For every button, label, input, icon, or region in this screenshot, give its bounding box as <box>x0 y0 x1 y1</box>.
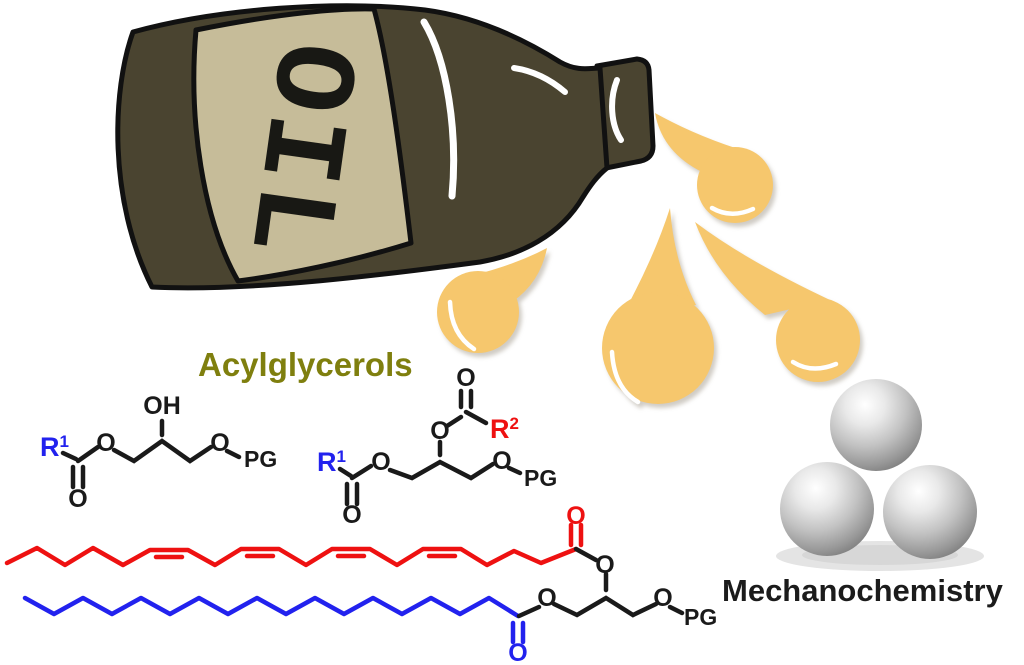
bottle-label <box>191 6 414 284</box>
atom-label-o: O <box>371 448 390 476</box>
drop-highlight-icon <box>609 349 641 405</box>
bond-lines <box>516 546 685 619</box>
atom-label-o: O <box>537 584 556 612</box>
atom-label-pg: PG <box>244 446 277 472</box>
atom-label-o: O <box>456 364 475 392</box>
drop-highlight-icon <box>709 205 756 216</box>
atom-label-o: O <box>653 584 672 612</box>
atom-label-o: O <box>68 485 87 513</box>
drop-bulb <box>602 292 714 404</box>
bond-lines <box>60 418 242 490</box>
oil-drop-1 <box>655 113 773 223</box>
mechanochemistry-label: Mechanochemistry <box>722 573 1004 608</box>
oil-drop-3 <box>602 208 714 405</box>
milling-ball-2 <box>780 462 874 556</box>
atom-label-oh: OH <box>143 392 181 420</box>
drop-tail <box>695 222 830 315</box>
diacylglycerol-structure: R1 O O O O R2 O PG <box>317 364 557 529</box>
atom-label-o: O <box>430 417 449 445</box>
drop-tail <box>622 208 696 316</box>
acylglycerols-title-text: Acylglycerols <box>198 346 413 383</box>
oil-label-text: OIL <box>218 34 378 266</box>
oil-drop-4 <box>695 222 860 382</box>
drop-tail <box>470 248 547 302</box>
atom-label-o: O <box>595 551 614 579</box>
atom-label-o: O <box>96 429 115 457</box>
milling-ball-1 <box>830 379 922 471</box>
bottle-neck-highlight-icon <box>511 65 568 95</box>
drop-bulb <box>776 298 860 382</box>
atom-label-o: O <box>508 639 527 665</box>
bottle-mouth-highlight-icon <box>609 77 624 143</box>
oil-drops <box>437 113 860 405</box>
r2-label: R2 <box>490 414 519 444</box>
milling-balls <box>776 379 984 571</box>
drop-highlight-icon <box>790 359 839 371</box>
r1-label: R1 <box>317 447 346 477</box>
atom-label-pg: PG <box>524 465 557 491</box>
monoacylglycerol-structure: R1 O O OH O PG <box>40 392 277 513</box>
saturated-chain <box>22 595 526 645</box>
triacylglycerol-structure: O O O O O PG <box>4 502 717 665</box>
drop-bulb <box>697 147 773 223</box>
bond-lines <box>337 388 523 507</box>
drop-highlight-icon <box>447 299 477 352</box>
atom-label-o: O <box>492 447 511 475</box>
bottle-mouth <box>594 56 656 171</box>
oil-drop-2 <box>437 248 547 353</box>
oil-bottle: OIL <box>115 3 656 291</box>
r1-label: R1 <box>40 432 69 462</box>
bottle-shoulder-highlight-icon <box>420 18 458 200</box>
milling-ball-3 <box>883 465 977 559</box>
polyunsaturated-chain <box>4 522 584 568</box>
atom-label-o: O <box>566 502 585 530</box>
atom-label-o: O <box>342 501 361 529</box>
atom-label-o: O <box>210 429 229 457</box>
atom-label-pg: PG <box>684 604 717 630</box>
